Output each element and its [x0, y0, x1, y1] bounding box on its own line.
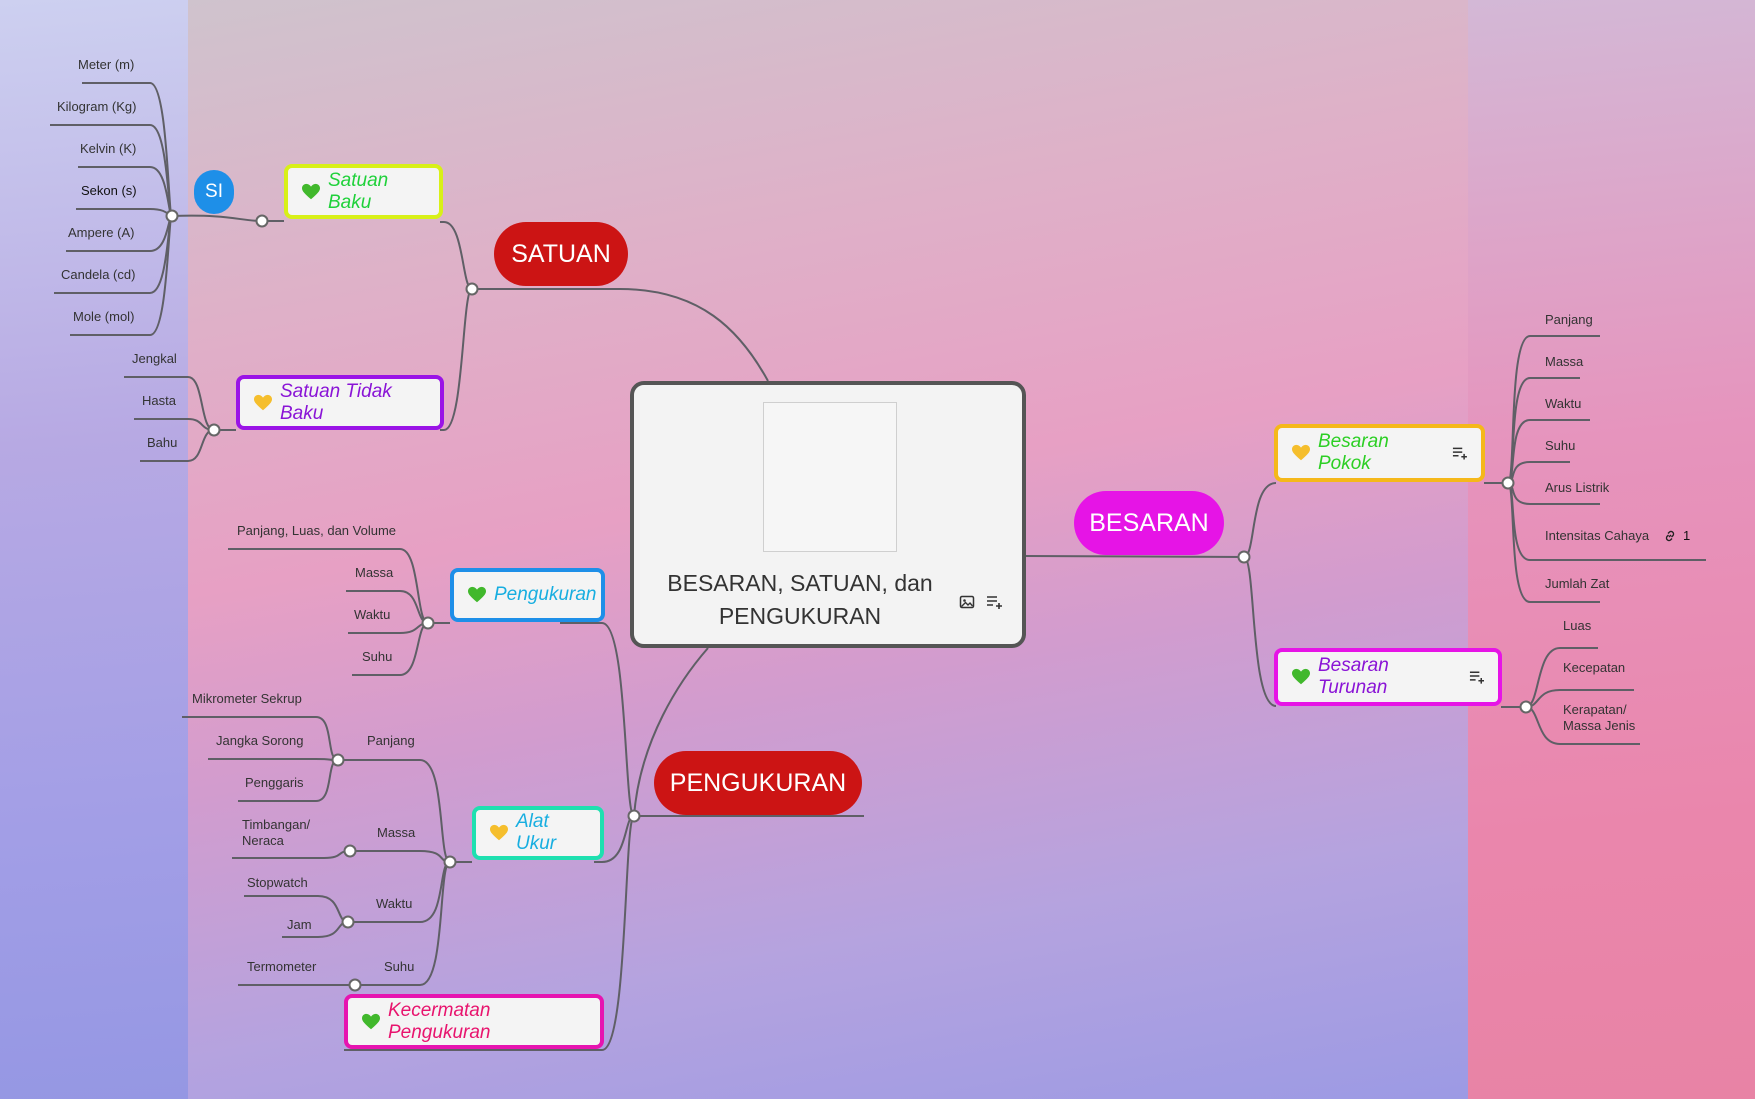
category-waktu[interactable]: Waktu [376, 896, 413, 911]
leaf-mikrometer-sekrup[interactable]: Mikrometer Sekrup [192, 691, 302, 706]
note-icon[interactable] [986, 594, 1002, 610]
category-massa[interactable]: Massa [377, 825, 416, 840]
subtopic-satuan-baku[interactable]: Satuan Baku [284, 164, 443, 219]
leaf-suhu[interactable]: Suhu [362, 649, 393, 664]
leaf-intensitas-cahaya[interactable]: Intensitas Cahaya [1545, 528, 1650, 543]
yellow-heart-icon [1292, 444, 1310, 461]
leaf-ampere[interactable]: Ampere (A) [68, 225, 135, 240]
note-icon[interactable] [1469, 669, 1484, 685]
connector-dot[interactable] [465, 282, 479, 296]
subtopic-pengukuran[interactable]: Pengukuran [450, 568, 605, 622]
leaf-line: Timbangan/ [242, 817, 311, 832]
subtopic-label: Pengukuran [494, 584, 597, 605]
leaf-waktu[interactable]: Waktu [1545, 396, 1582, 411]
subtopic-besaran-pokok[interactable]: Besaran Pokok [1274, 424, 1485, 482]
green-heart-icon [1292, 668, 1310, 685]
subtopic-label: Besaran Pokok [1318, 431, 1389, 474]
leaf-panjang[interactable]: Panjang [1545, 312, 1593, 327]
leaf-jengkal[interactable]: Jengkal [132, 351, 177, 366]
leaf-stopwatch[interactable]: Stopwatch [247, 875, 308, 890]
topic-satuan[interactable]: SATUAN [494, 222, 628, 286]
topic-besaran[interactable]: BESARAN [1074, 491, 1224, 555]
green-heart-icon [302, 183, 320, 199]
leaf-sekon[interactable]: Sekon (s) [81, 183, 137, 198]
connector-dot[interactable] [255, 214, 269, 228]
broken-image-icon [763, 402, 897, 552]
canvas-left-band [0, 0, 188, 1099]
yellow-heart-icon [254, 394, 272, 410]
leaf-mole[interactable]: Mole (mol) [73, 309, 135, 324]
connector-dot[interactable] [331, 753, 345, 767]
leaf-suhu[interactable]: Suhu [1545, 438, 1576, 453]
leaf-kilogram[interactable]: Kilogram (Kg) [57, 99, 137, 114]
green-heart-icon [362, 1013, 380, 1029]
leaf-jumlah-zat[interactable]: Jumlah Zat [1545, 576, 1610, 591]
leaf-kerapatan[interactable]: Kerapatan/ Massa Jenis [1563, 702, 1635, 734]
leaf-hasta[interactable]: Hasta [142, 393, 176, 408]
leaf-kecepatan[interactable]: Kecepatan [1563, 660, 1626, 675]
subtopic-label: Kecermatan Pengukuran [388, 999, 491, 1043]
topic-pengukuran[interactable]: PENGUKURAN [654, 751, 862, 815]
green-heart-icon [468, 586, 486, 603]
central-topic[interactable]: BESARAN, SATUAN, dan PENGUKURAN [630, 381, 1026, 648]
subtopic-alat-ukur[interactable]: Alat Ukur [472, 806, 604, 860]
leaf-termometer[interactable]: Termometer [247, 959, 317, 974]
central-topic-title: BESARAN, SATUAN, dan PENGUKURAN [667, 570, 933, 629]
subtopic-label: Besaran Turunan [1318, 655, 1389, 698]
connector-dot[interactable] [341, 915, 355, 929]
leaf-line: Massa Jenis [1563, 718, 1636, 733]
connector-dot[interactable] [443, 855, 457, 869]
subtopic-label: Satuan Baku [328, 169, 389, 213]
si-badge[interactable]: SI [194, 170, 234, 214]
canvas-right-band [1468, 0, 1755, 1099]
connector-dot[interactable] [207, 423, 221, 437]
image-icon[interactable] [959, 594, 975, 610]
subtopic-label: Alat Ukur [516, 811, 557, 854]
subtopic-satuan-tidak-baku[interactable]: Satuan Tidak Baku [236, 375, 444, 430]
leaf-line: Kerapatan/ [1563, 702, 1627, 717]
leaf-meter[interactable]: Meter (m) [78, 57, 135, 72]
subtopic-kecermatan-pengukuran[interactable]: Kecermatan Pengukuran [344, 994, 604, 1049]
leaf-jangka-sorong[interactable]: Jangka Sorong [216, 733, 304, 748]
leaf-candela[interactable]: Candela (cd) [61, 267, 136, 282]
connector-dot[interactable] [165, 209, 179, 223]
leaf-jam[interactable]: Jam [287, 917, 312, 932]
leaf-massa[interactable]: Massa [1545, 354, 1584, 369]
leaf-waktu[interactable]: Waktu [354, 607, 391, 622]
leaf-penggaris[interactable]: Penggaris [245, 775, 304, 790]
yellow-heart-icon [490, 824, 508, 841]
connector-dot[interactable] [1501, 476, 1515, 490]
subtopic-label: Satuan Tidak Baku [280, 380, 392, 424]
connector-dot[interactable] [343, 844, 357, 858]
connector-dot[interactable] [348, 978, 362, 992]
connector-dot[interactable] [1519, 700, 1533, 714]
connector-dot[interactable] [421, 616, 435, 630]
link-count: 1 [1683, 528, 1691, 543]
category-suhu[interactable]: Suhu [384, 959, 415, 974]
leaf-luas[interactable]: Luas [1563, 618, 1592, 633]
leaf-panjang-luas-volume[interactable]: Panjang, Luas, dan Volume [237, 523, 397, 538]
connector-dot[interactable] [1237, 550, 1251, 564]
leaf-arus-listrik[interactable]: Arus Listrik [1545, 480, 1610, 495]
connector-dot[interactable] [627, 809, 641, 823]
category-panjang[interactable]: Panjang [367, 733, 415, 748]
link-icon[interactable] [1663, 529, 1677, 543]
leaf-timbangan-neraca[interactable]: Timbangan/ Neraca [242, 817, 310, 849]
leaf-massa[interactable]: Massa [355, 565, 394, 580]
leaf-kelvin[interactable]: Kelvin (K) [80, 141, 137, 156]
leaf-bahu[interactable]: Bahu [147, 435, 178, 450]
leaf-line: Neraca [242, 833, 284, 848]
note-icon[interactable] [1452, 445, 1467, 461]
subtopic-besaran-turunan[interactable]: Besaran Turunan [1274, 648, 1502, 706]
